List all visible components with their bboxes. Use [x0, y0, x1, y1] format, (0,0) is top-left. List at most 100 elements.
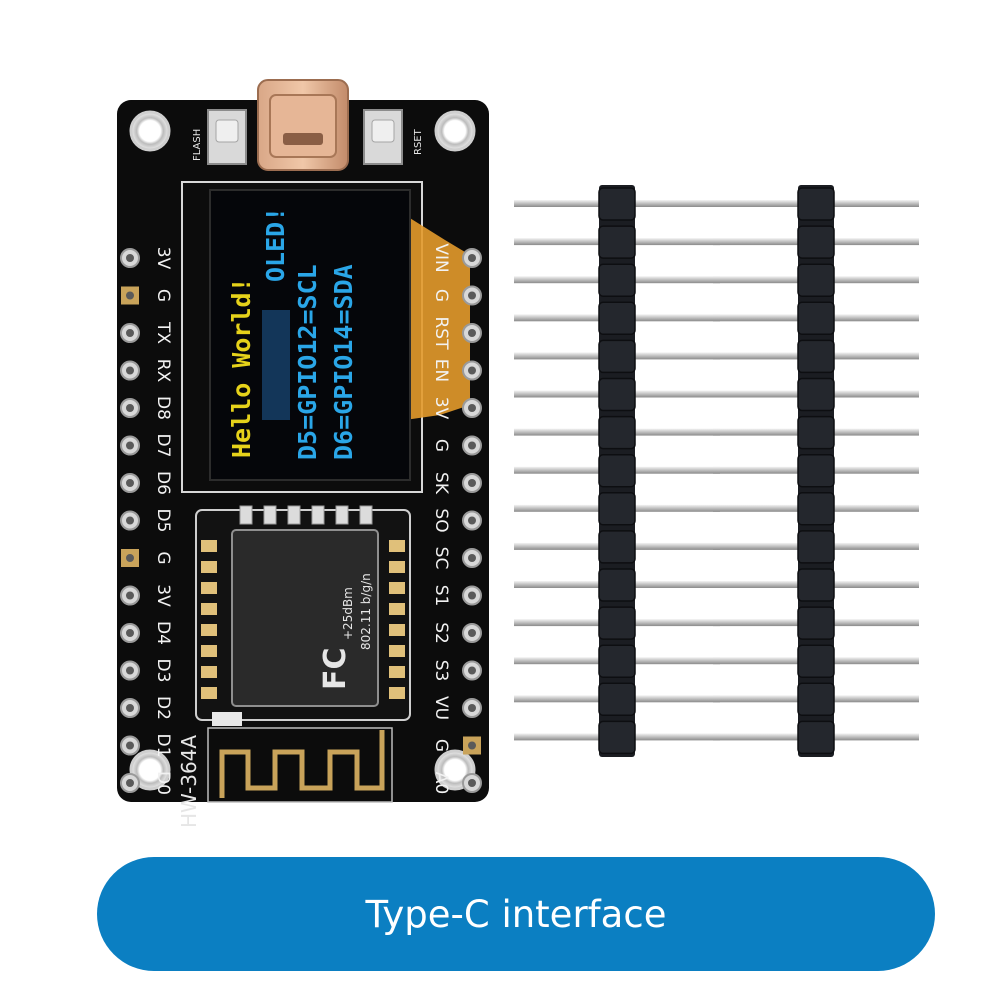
castellation-pad [389, 561, 405, 573]
header-segment [797, 377, 835, 412]
flash-label: FLASH [192, 129, 203, 161]
header-segment [598, 606, 636, 640]
castellation-pad [287, 505, 301, 525]
pin-hole [126, 404, 134, 412]
right-pin-label: RST [431, 317, 451, 351]
pin-header-2 [713, 185, 919, 757]
pin-hole [468, 741, 476, 750]
caption-text: Type-C interface [365, 892, 667, 936]
castellation-pad [389, 540, 405, 552]
right-pin-label: S3 [431, 660, 451, 682]
castellation-pad [263, 505, 277, 525]
pin-hole [468, 291, 476, 300]
header-segment [797, 530, 835, 564]
pin-hole [468, 254, 476, 262]
pin-hole [126, 666, 134, 675]
header-segment [797, 720, 835, 755]
header-segment [598, 644, 636, 678]
pin-hole [468, 479, 476, 487]
pin-hole [126, 479, 134, 487]
mount-hole-bottom-left [129, 749, 171, 791]
pin-hole [126, 329, 134, 337]
flash-button[interactable] [207, 109, 247, 165]
castellation-pad [201, 561, 217, 573]
pin-hole [126, 741, 134, 750]
right-pin-label: 3V [431, 397, 451, 420]
right-pin-label: S1 [431, 585, 451, 607]
header-segment [598, 339, 636, 374]
castellation-pad [389, 624, 405, 636]
pin-hole [126, 554, 134, 562]
right-pin-label: VIN [431, 243, 451, 272]
reset-button[interactable] [363, 109, 403, 165]
pin-hole [468, 329, 476, 337]
header-segment [797, 187, 835, 221]
header-segment [598, 415, 636, 450]
pin-header-1 [514, 185, 720, 757]
castellation-pad [389, 582, 405, 594]
pin-hole [468, 404, 476, 412]
header-segment [797, 606, 835, 640]
esp12-module: +25dBm 802.11 b/g/n FC [195, 505, 411, 721]
header-segment [598, 301, 636, 336]
castellation-pad [389, 603, 405, 615]
pin-hole [468, 591, 476, 600]
left-pin-label: D5 [153, 509, 173, 533]
header-segment [598, 530, 636, 564]
left-pin-label: D8 [153, 396, 173, 420]
left-pin-label: 3V [153, 584, 173, 607]
castellation-pad [201, 540, 217, 552]
pin-hole [126, 516, 134, 525]
pin-hole [126, 254, 134, 262]
header-segment [598, 568, 636, 602]
pin-hole [468, 779, 476, 787]
left-pin-label: 3V [153, 247, 173, 270]
header-segment [598, 492, 636, 526]
header-segment [797, 225, 835, 259]
left-pin-label: G [153, 289, 173, 302]
castellation-pad [239, 505, 253, 525]
header-segment [598, 187, 636, 221]
header-segment [598, 225, 636, 259]
left-pin-label: D3 [153, 659, 173, 683]
castellation-pad [359, 505, 373, 525]
pin-hole [468, 516, 476, 525]
header-segment [598, 720, 636, 755]
right-pin-label: SO [431, 508, 451, 532]
left-pin-label: G [153, 551, 173, 564]
left-pin-label: D0 [153, 771, 173, 795]
header-segment [797, 492, 835, 526]
header-segment [797, 263, 835, 297]
oled-line-yellow: Hello World! [227, 277, 256, 458]
left-pin-label: TX [153, 321, 173, 344]
fc-mark: FC [318, 647, 353, 690]
rf-shield [231, 529, 379, 707]
left-pin-label: RX [153, 359, 173, 383]
header-segment [797, 644, 835, 678]
right-pin-label: G [431, 439, 451, 452]
header-segment [797, 415, 835, 450]
left-pin-label: D2 [153, 696, 173, 720]
oled-line-blue-1: OLED! [261, 207, 290, 282]
pin-hole [126, 441, 134, 450]
oled-display: Hello World! OLED! D5=GPIO12=SCL D6=GPIO… [181, 181, 470, 493]
pin-hole [126, 704, 134, 712]
pin-hole [126, 366, 134, 375]
header-segment [598, 682, 636, 717]
castellation-pad [311, 505, 325, 525]
pin-hole [468, 704, 476, 712]
left-pin-label: D7 [153, 434, 173, 458]
header-segment [797, 568, 835, 602]
castellation-pad [201, 666, 217, 678]
castellation-pad [389, 645, 405, 657]
nodemcu-board: FLASH RSET Hello World! OLED! D5=GPIO12=… [117, 79, 489, 828]
right-pin-label: G [431, 289, 451, 302]
oled-line-blue-2: D5=GPIO12=SCL [293, 264, 322, 460]
castellation-pad [201, 603, 217, 615]
header-segment [797, 682, 835, 717]
pin-hole [468, 441, 476, 450]
pin-hole [468, 554, 476, 562]
left-pin-label: D4 [153, 621, 173, 645]
mount-hole-top-right [434, 110, 476, 152]
